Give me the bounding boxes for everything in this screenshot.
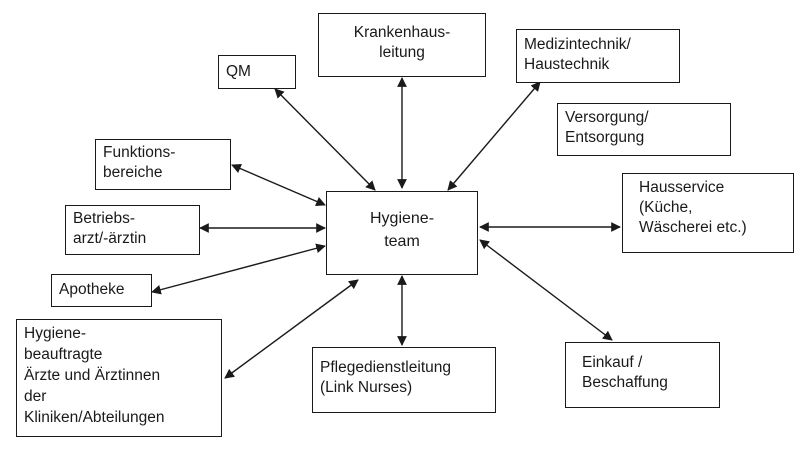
node-label: Krankenhaus- leitung [353,24,451,61]
node-label: Apotheke [59,281,125,298]
node-label: Funktions- bereiche [103,144,176,181]
node-label: Medizintechnik/ Haustechnik [524,36,631,73]
edge-apotheke [151,243,326,295]
node-hygieneteam: Hygiene- team [326,191,478,275]
node-versorgung: Versorgung/ Entsorgung [557,103,731,156]
node-label: Einkauf / Beschaffung [582,354,668,391]
node-label: Hygiene- beauftragte Ärzte und Ärztinnen… [24,325,165,426]
node-apotheke: Apotheke [51,274,152,307]
edge-einkauf [479,239,613,341]
node-label: Hygiene- team [369,210,435,250]
edge-qm [274,88,376,191]
node-label: Hausservice (Küche, Wäscherei etc.) [639,179,747,236]
node-einkauf: Einkauf / Beschaffung [565,342,720,408]
node-hygienebeauftragte: Hygiene- beauftragte Ärzte und Ärztinnen… [16,319,222,437]
node-label: Betriebs- arzt/-ärztin [73,210,147,247]
node-funktionsbereiche: Funktions- bereiche [95,139,231,190]
node-krankenhausleitung: Krankenhaus- leitung [318,13,486,77]
node-betriebsarzt: Betriebs- arzt/-ärztin [65,205,200,255]
node-hausservice: Hausservice (Küche, Wäscherei etc.) [622,173,794,253]
node-pflegedienstleitung: Pflegedienstleitung (Link Nurses) [312,347,496,413]
node-qm: QM [218,55,296,89]
node-medizintechnik: Medizintechnik/ Haustechnik [516,29,680,83]
edge-medizintechnik [447,81,541,191]
node-label: Pflegedienstleitung (Link Nurses) [320,359,451,396]
node-label: QM [226,63,251,80]
edge-hygienebeauftragte [224,279,359,379]
node-label: Versorgung/ Entsorgung [565,109,649,146]
edge-funktionsbereiche [231,163,326,207]
